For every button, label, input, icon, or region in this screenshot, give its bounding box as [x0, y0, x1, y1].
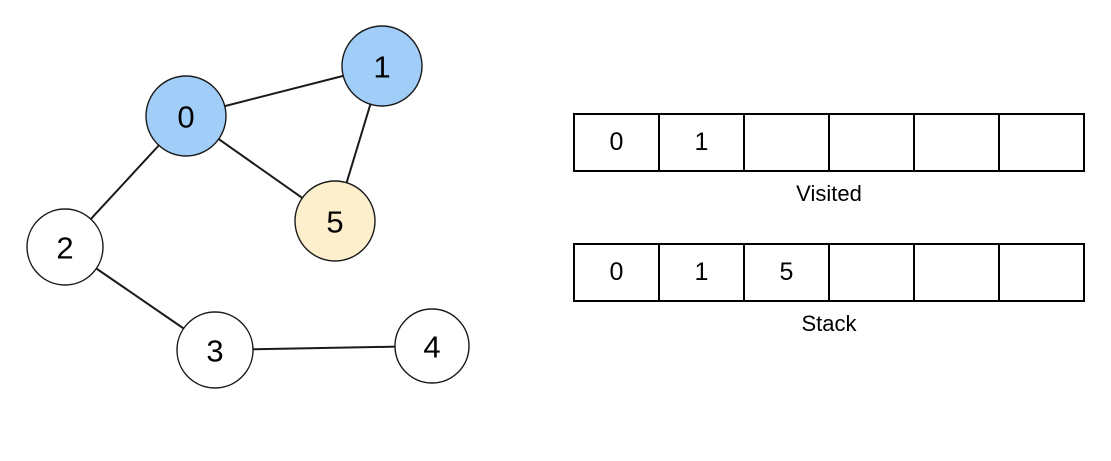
graph-edge-2-3	[95, 267, 185, 330]
visited-array-label: Visited	[796, 181, 862, 206]
visited-cell-2[interactable]	[745, 115, 830, 170]
graph-node-3[interactable]: 3	[176, 311, 254, 389]
graph-panel: 0 1 2 3 4 5	[26, 25, 470, 389]
stack-cell-3[interactable]	[830, 245, 915, 300]
graph-node-circle-3[interactable]	[176, 311, 254, 389]
visited-cell-5[interactable]	[1000, 115, 1083, 170]
graph-node-circle-2[interactable]	[26, 208, 104, 286]
graph-node-label-5: 5	[326, 205, 343, 240]
stack-cell-2[interactable]: 5	[745, 245, 830, 300]
stack-cell-1[interactable]: 1	[660, 245, 745, 300]
node-layer: 0 1 2 3 4 5	[26, 25, 470, 389]
graph-node-4[interactable]: 4	[394, 308, 470, 384]
visited-cell-4[interactable]	[915, 115, 1000, 170]
graph-node-label-3: 3	[206, 334, 223, 369]
graph-node-1[interactable]: 1	[341, 25, 423, 107]
graph-node-circle-1[interactable]	[341, 25, 423, 107]
graph-node-0[interactable]: 0	[145, 75, 227, 157]
stack-cell-4[interactable]	[915, 245, 1000, 300]
graph-edge-0-2	[89, 144, 160, 221]
graph-edge-0-5	[217, 138, 304, 199]
stack-array-label: Stack	[801, 311, 857, 336]
graph-edge-0-1	[223, 74, 345, 108]
visited-cell-0[interactable]: 0	[575, 115, 660, 170]
graph-node-2[interactable]: 2	[26, 208, 104, 286]
graph-edge-1-5	[345, 103, 372, 184]
graph-node-label-4: 4	[423, 330, 440, 365]
graph-edge-3-4	[251, 345, 397, 351]
graph-canvas: 0 1 2 3 4 5	[26, 25, 470, 389]
graph-node-label-1: 1	[373, 50, 390, 85]
graph-node-5[interactable]: 5	[294, 180, 376, 262]
graph-node-circle-0[interactable]	[145, 75, 227, 157]
graph-node-label-2: 2	[56, 231, 73, 266]
stack-cell-0[interactable]: 0	[575, 245, 660, 300]
graph-node-label-0: 0	[177, 100, 194, 135]
stack-cell-5[interactable]	[1000, 245, 1083, 300]
graph-node-circle-5[interactable]	[294, 180, 376, 262]
graph-node-circle-4[interactable]	[394, 308, 470, 384]
visited-cell-3[interactable]	[830, 115, 915, 170]
edge-layer	[89, 74, 397, 351]
visited-cell-1[interactable]: 1	[660, 115, 745, 170]
